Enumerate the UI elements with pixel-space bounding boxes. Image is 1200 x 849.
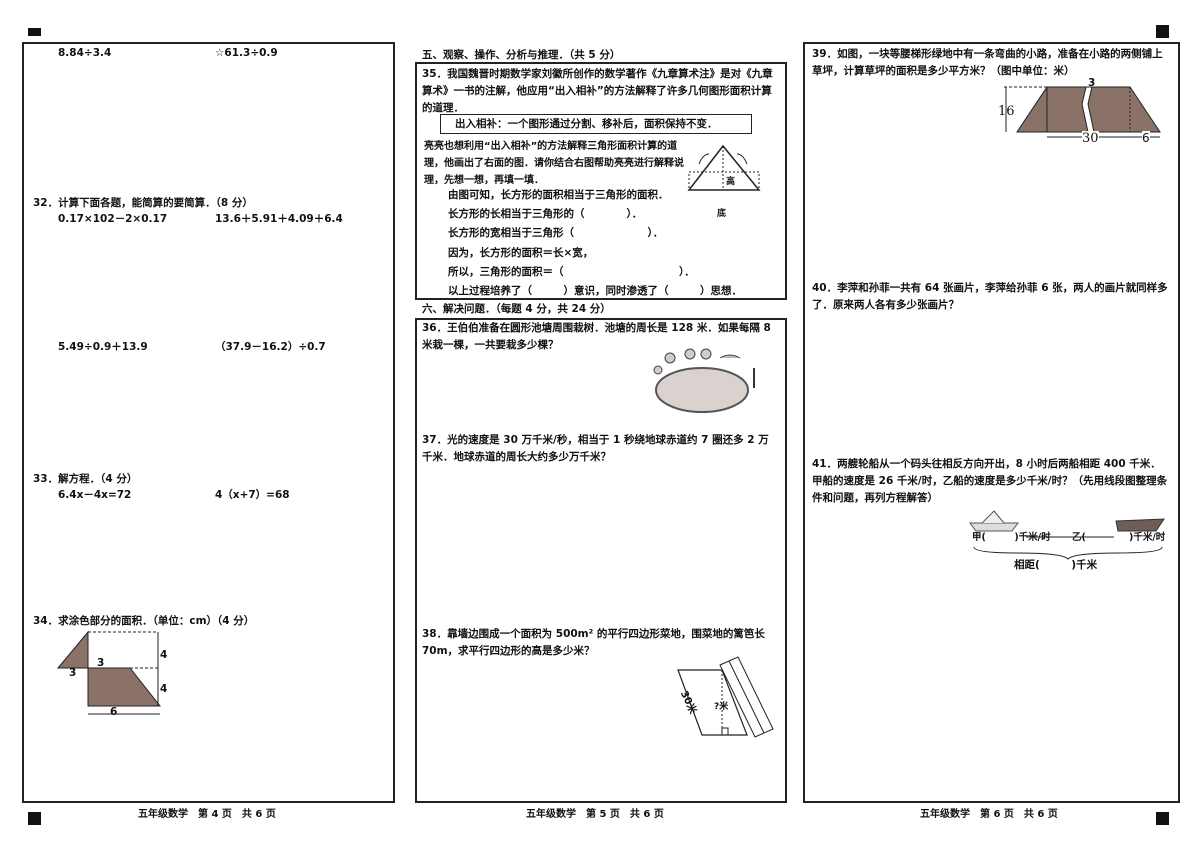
equation: 4（x+7）=68	[215, 489, 290, 501]
ship-yi-speed[interactable]: )千米/时	[1110, 532, 1166, 543]
triangle-figure	[687, 144, 761, 191]
dim-label: 6	[110, 706, 118, 718]
q35-frame	[415, 62, 787, 300]
dim-label: 4	[160, 683, 168, 695]
pond-illustration	[653, 348, 755, 413]
rule-box: 出入相补：一个图形通过分割、移补后，面积保持不变．	[440, 114, 752, 134]
q38-text: 38．靠墙边围成一个面积为 500m² 的平行四边形菜地，围菜地的篱笆长 70m…	[422, 628, 765, 657]
registration-mark	[1156, 812, 1169, 825]
dim-label: 6	[1142, 131, 1150, 146]
section-heading: 六、解决问题．（每题 4 分，共 24 分）	[422, 303, 611, 315]
q35-line: 由图可知，长方形的面积相当于三角形的面积．	[448, 189, 669, 201]
dim-label: 4	[160, 649, 168, 661]
q40-text: 40．李萍和孙菲一共有 64 张画片，李萍给孙菲 6 张，两人的画片就同样多了．…	[812, 282, 1168, 311]
expression: 0.17×102－2×0.17	[58, 213, 168, 225]
q32-title: 32．计算下面各题，能简算的要简算．（8 分）	[33, 197, 253, 209]
page4-frame	[22, 42, 395, 803]
q35-paragraph: 亮亮也想利用“出入相补”的方法解释三角形面积计算的道理，他画出了右面的图．请你结…	[424, 141, 684, 186]
section-heading: 五、观察、操作、分析与推理．（共 5 分）	[422, 49, 621, 61]
page-footer: 五年级数学 第 6 页 共 6 页	[920, 809, 1058, 820]
q36-text: 36．王伯伯准备在圆形池塘周围栽树．池塘的周长是 128 米．如果每隔 8 米栽…	[422, 322, 771, 351]
q35-line: 因为，长方形的面积＝长×宽，	[448, 247, 594, 259]
fig-label-height: 高	[726, 177, 736, 187]
page5-frame	[415, 318, 787, 803]
dim-label: ?米	[714, 702, 729, 712]
page6-frame	[803, 42, 1180, 803]
q39-text: 39．如图，一块等腰梯形绿地中有一条弯曲的小路，准备在小路的两侧铺上草坪，计算草…	[812, 48, 1163, 77]
expression: ☆61.3÷0.9	[215, 47, 278, 59]
registration-mark	[28, 812, 41, 825]
registration-mark	[1156, 25, 1169, 38]
q35-line[interactable]: 长方形的长相当于三角形的（ ）．	[448, 208, 643, 220]
registration-mark	[28, 28, 41, 36]
expression: 8.84÷3.4	[58, 47, 112, 59]
parallelogram-wall-figure	[677, 656, 774, 738]
dim-label: 30	[1082, 131, 1099, 146]
q35-intro: 35．我国魏晋时期数学家刘徽所创作的数学著作《九章算术注》是对《九章算术》一书的…	[422, 68, 773, 114]
q37-text: 37．光的速度是 30 万千米/秒，相当于 1 秒绕地球赤道约 7 圈还多 2 …	[422, 434, 769, 463]
ship-yi-label[interactable]: 乙(	[1072, 532, 1086, 543]
dim-label: 3	[69, 667, 77, 679]
expression: 13.6＋5.91＋4.09＋6.4	[215, 213, 343, 225]
dim-label: 3	[1088, 77, 1096, 89]
q35-line[interactable]: 以上过程培养了（ ）意识，同时渗透了（ ）思想．	[448, 285, 742, 297]
page-footer: 五年级数学 第 5 页 共 6 页	[526, 809, 664, 820]
page-footer: 五年级数学 第 4 页 共 6 页	[138, 809, 276, 820]
distance-label[interactable]: 相距( )千米	[1014, 559, 1098, 571]
expression: （37.9－16.2）÷0.7	[215, 341, 326, 353]
q35-line[interactable]: 所以，三角形的面积＝（ ）．	[448, 266, 695, 278]
dim-label: 3	[97, 657, 105, 669]
q41-text: 41．两艘轮船从一个码头往相反方向开出，8 小时后两船相距 400 千米．甲船的…	[812, 458, 1168, 504]
equation: 6.4x－4x=72	[58, 489, 132, 501]
ships-line-diagram	[969, 510, 1165, 560]
q35-line[interactable]: 长方形的宽相当于三角形（ ）．	[448, 227, 664, 239]
fig-label-base: 底	[717, 209, 727, 219]
expression: 5.49÷0.9＋13.9	[58, 341, 148, 353]
dim-label: 16	[998, 104, 1015, 119]
q33-title: 33．解方程．（4 分）	[33, 473, 138, 485]
q34-title: 34．求涂色部分的面积．（单位：cm）（4 分）	[33, 615, 255, 627]
q34-figure	[56, 630, 162, 715]
ship-jia-label[interactable]: 甲( )千米/时	[972, 532, 1051, 543]
